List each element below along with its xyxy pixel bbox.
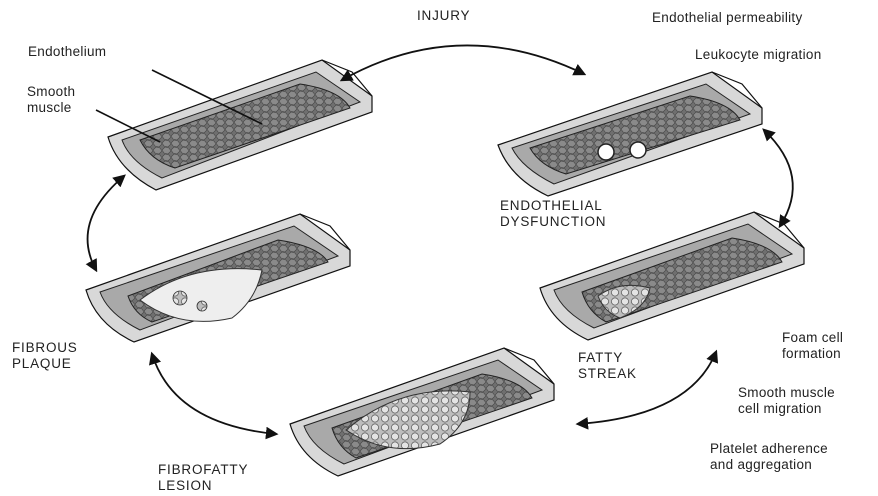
label-endothelial-dysfunction-line1: ENDOTHELIAL xyxy=(500,198,603,214)
label-foam-cell-line1: Foam cell xyxy=(782,330,843,346)
arrow-bottom-left xyxy=(152,354,276,434)
vessel-fibrous-plaque xyxy=(86,214,350,342)
arrow-left xyxy=(88,176,124,270)
label-fibrous-plaque-line1: FIBROUS xyxy=(12,340,78,356)
arrow-right xyxy=(764,130,793,226)
label-endothelial-dysfunction-line2: DYSFUNCTION xyxy=(500,214,606,230)
label-smooth-muscle-line1: Smooth xyxy=(27,84,75,100)
vessel-normal xyxy=(108,60,372,190)
label-smc-migration-line1: Smooth muscle xyxy=(738,385,835,401)
label-leukocyte-migration: Leukocyte migration xyxy=(695,47,822,63)
label-fibrofatty-lesion-line1: FIBROFATTY xyxy=(158,462,248,478)
vessel-endothelial-dysfunction xyxy=(498,72,762,196)
label-fatty-streak-line2: STREAK xyxy=(578,366,637,382)
label-fibrous-plaque-line2: PLAQUE xyxy=(12,356,72,372)
vessel-fibrofatty-lesion xyxy=(290,348,554,476)
label-fibrofatty-lesion-line2: LESION xyxy=(158,478,212,494)
label-fatty-streak-line1: FATTY xyxy=(578,350,623,366)
label-platelet-line1: Platelet adherence xyxy=(710,441,828,457)
label-foam-cell-line2: formation xyxy=(782,346,841,362)
label-smc-migration-line2: cell migration xyxy=(738,401,822,417)
vessel-fatty-streak xyxy=(540,212,804,340)
arrow-injury xyxy=(342,45,584,80)
label-endothelium: Endothelium xyxy=(28,44,106,60)
label-endothelial-permeability: Endothelial permeability xyxy=(652,10,803,26)
label-injury: INJURY xyxy=(417,8,470,24)
label-platelet-line2: and aggregation xyxy=(710,457,812,473)
label-smooth-muscle-line2: muscle xyxy=(27,100,72,116)
